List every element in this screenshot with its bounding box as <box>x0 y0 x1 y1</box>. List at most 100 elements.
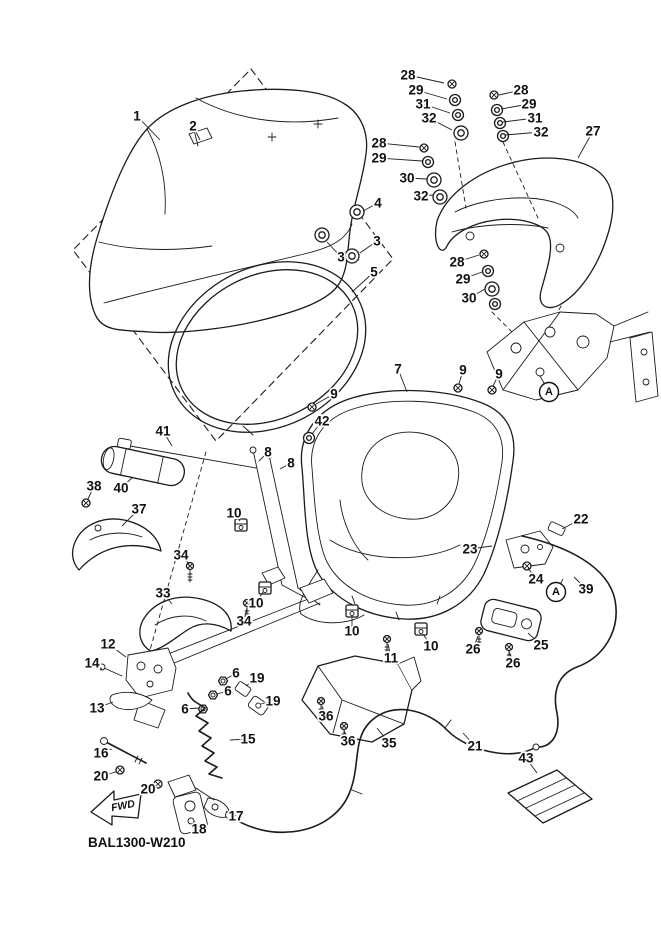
clip-icon <box>414 622 428 636</box>
washer-icon <box>448 93 462 107</box>
part-label-6: 6 <box>224 684 232 699</box>
leader-line <box>343 729 349 742</box>
part-label-32: 32 <box>533 125 548 140</box>
grommet-icon <box>349 204 365 220</box>
leader-line <box>192 125 201 141</box>
part-label-10: 10 <box>226 506 241 521</box>
clip-icon <box>234 518 248 532</box>
carrier-mount-hole <box>555 243 565 253</box>
ref-marker-label: A <box>545 386 553 398</box>
part-label-20: 20 <box>93 769 108 784</box>
leader-line <box>527 567 537 580</box>
part-label-29: 29 <box>408 83 423 98</box>
part-label-10: 10 <box>344 624 359 639</box>
part-label-17: 17 <box>228 809 243 824</box>
leader-line <box>229 738 249 741</box>
washer-icon <box>481 264 495 278</box>
leader-line <box>397 368 408 393</box>
leader-line <box>120 476 134 489</box>
leader-line <box>107 643 127 658</box>
seat-hinge-tab <box>188 127 213 145</box>
part-label-21: 21 <box>467 739 483 754</box>
fwd-arrow: FWD <box>90 790 142 826</box>
seat-front-line <box>98 241 213 250</box>
part-label-18: 18 <box>191 822 207 837</box>
washer-icon <box>451 108 465 122</box>
part-label-28: 28 <box>371 136 387 151</box>
leader-line <box>508 650 514 664</box>
part-label-2: 2 <box>189 119 197 134</box>
screw-icon <box>453 383 463 393</box>
leader-line <box>121 508 140 527</box>
grommet-icon <box>426 172 442 188</box>
screw-icon <box>307 402 317 412</box>
hook-cover <box>71 498 162 571</box>
leader-line <box>233 512 241 522</box>
part-label-29: 29 <box>455 272 470 287</box>
part-label-29: 29 <box>371 151 386 166</box>
part-label-30: 30 <box>399 171 414 186</box>
leader-line <box>422 103 451 114</box>
part-label-10: 10 <box>423 639 438 654</box>
seat-side-contour <box>146 128 166 215</box>
part-label-35: 35 <box>381 736 397 751</box>
leader-line <box>279 462 292 470</box>
part-label-36: 36 <box>340 734 356 749</box>
leader-line <box>468 288 486 299</box>
part-label-5: 5 <box>370 265 378 280</box>
leader-line <box>462 271 483 280</box>
leader-line <box>245 677 258 687</box>
part-label-42: 42 <box>314 414 329 429</box>
part-label-14: 14 <box>84 656 100 671</box>
clip-icon <box>258 581 272 595</box>
leader-line <box>243 607 248 622</box>
leader-line <box>458 369 464 385</box>
leader-line <box>378 157 423 162</box>
part-label-10: 10 <box>248 596 263 611</box>
leader-line <box>315 393 335 405</box>
seat-lock-bracket <box>167 774 230 835</box>
leader-line <box>162 592 173 605</box>
part-label-3: 3 <box>337 250 345 265</box>
storage-box <box>299 389 515 624</box>
leader-line <box>96 701 114 709</box>
cable-39 <box>521 535 617 748</box>
bolt <box>105 741 147 764</box>
leader-line <box>147 784 157 790</box>
leader-line <box>362 202 379 212</box>
mount-brackets <box>261 566 334 604</box>
part-label-32: 32 <box>413 189 428 204</box>
part-label-37: 37 <box>131 502 146 517</box>
seat-outline <box>88 88 368 334</box>
part-label-9: 9 <box>459 363 467 378</box>
leader-line <box>420 194 434 197</box>
part-label-33: 33 <box>155 586 171 601</box>
leader-line <box>500 103 530 110</box>
seat-damper <box>139 596 232 652</box>
leader-line <box>87 485 95 500</box>
leader-line <box>573 576 587 590</box>
screw-icon <box>185 561 195 583</box>
part-label-12: 12 <box>100 637 115 652</box>
part-label-28: 28 <box>513 83 529 98</box>
part-label-11: 11 <box>384 651 399 666</box>
leader-line <box>498 89 522 96</box>
washer-icon <box>496 129 510 143</box>
leader-line <box>255 591 264 604</box>
leader-line <box>577 130 594 159</box>
part-label-1: 1 <box>133 109 141 124</box>
leader-line <box>100 771 117 777</box>
part-label-43: 43 <box>518 751 534 766</box>
part-label-30: 30 <box>461 291 476 306</box>
spring-bolt-group <box>100 692 223 789</box>
leader-line <box>184 707 200 710</box>
leader-line <box>415 89 448 100</box>
tool-kit <box>100 437 257 487</box>
leader-line <box>407 74 445 84</box>
part-label-16: 16 <box>93 746 109 761</box>
leader-line <box>456 254 480 263</box>
leader-line <box>469 545 493 550</box>
carrier-mount-hole <box>465 231 475 241</box>
nut-icon <box>207 690 219 700</box>
